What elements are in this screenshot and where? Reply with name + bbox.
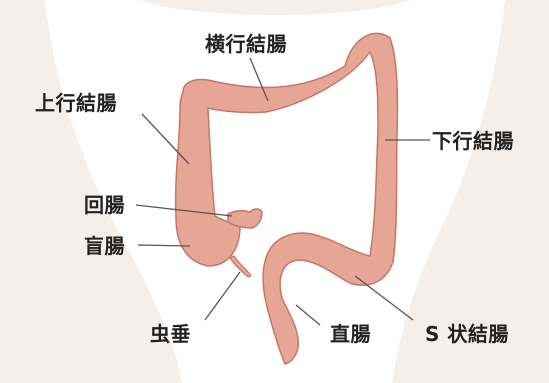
label-appendix: 虫垂 bbox=[150, 322, 191, 346]
ileum-stub bbox=[228, 209, 262, 228]
leader-appendix bbox=[205, 272, 240, 320]
label-cecum: 盲腸 bbox=[84, 234, 125, 258]
label-transverse-colon: 横行結腸 bbox=[205, 32, 287, 56]
leader-rectum bbox=[296, 305, 320, 325]
leader-sigmoid-colon bbox=[355, 276, 413, 320]
label-sigmoid-colon: S 状結腸 bbox=[425, 322, 509, 346]
label-ileum: 回腸 bbox=[84, 193, 125, 217]
appendix-shape bbox=[230, 256, 251, 277]
label-descending-colon: 下行結腸 bbox=[432, 129, 514, 153]
label-rectum: 直腸 bbox=[330, 322, 371, 346]
label-ascending-colon: 上行結腸 bbox=[35, 91, 117, 115]
body-silhouette-top bbox=[140, 0, 410, 15]
